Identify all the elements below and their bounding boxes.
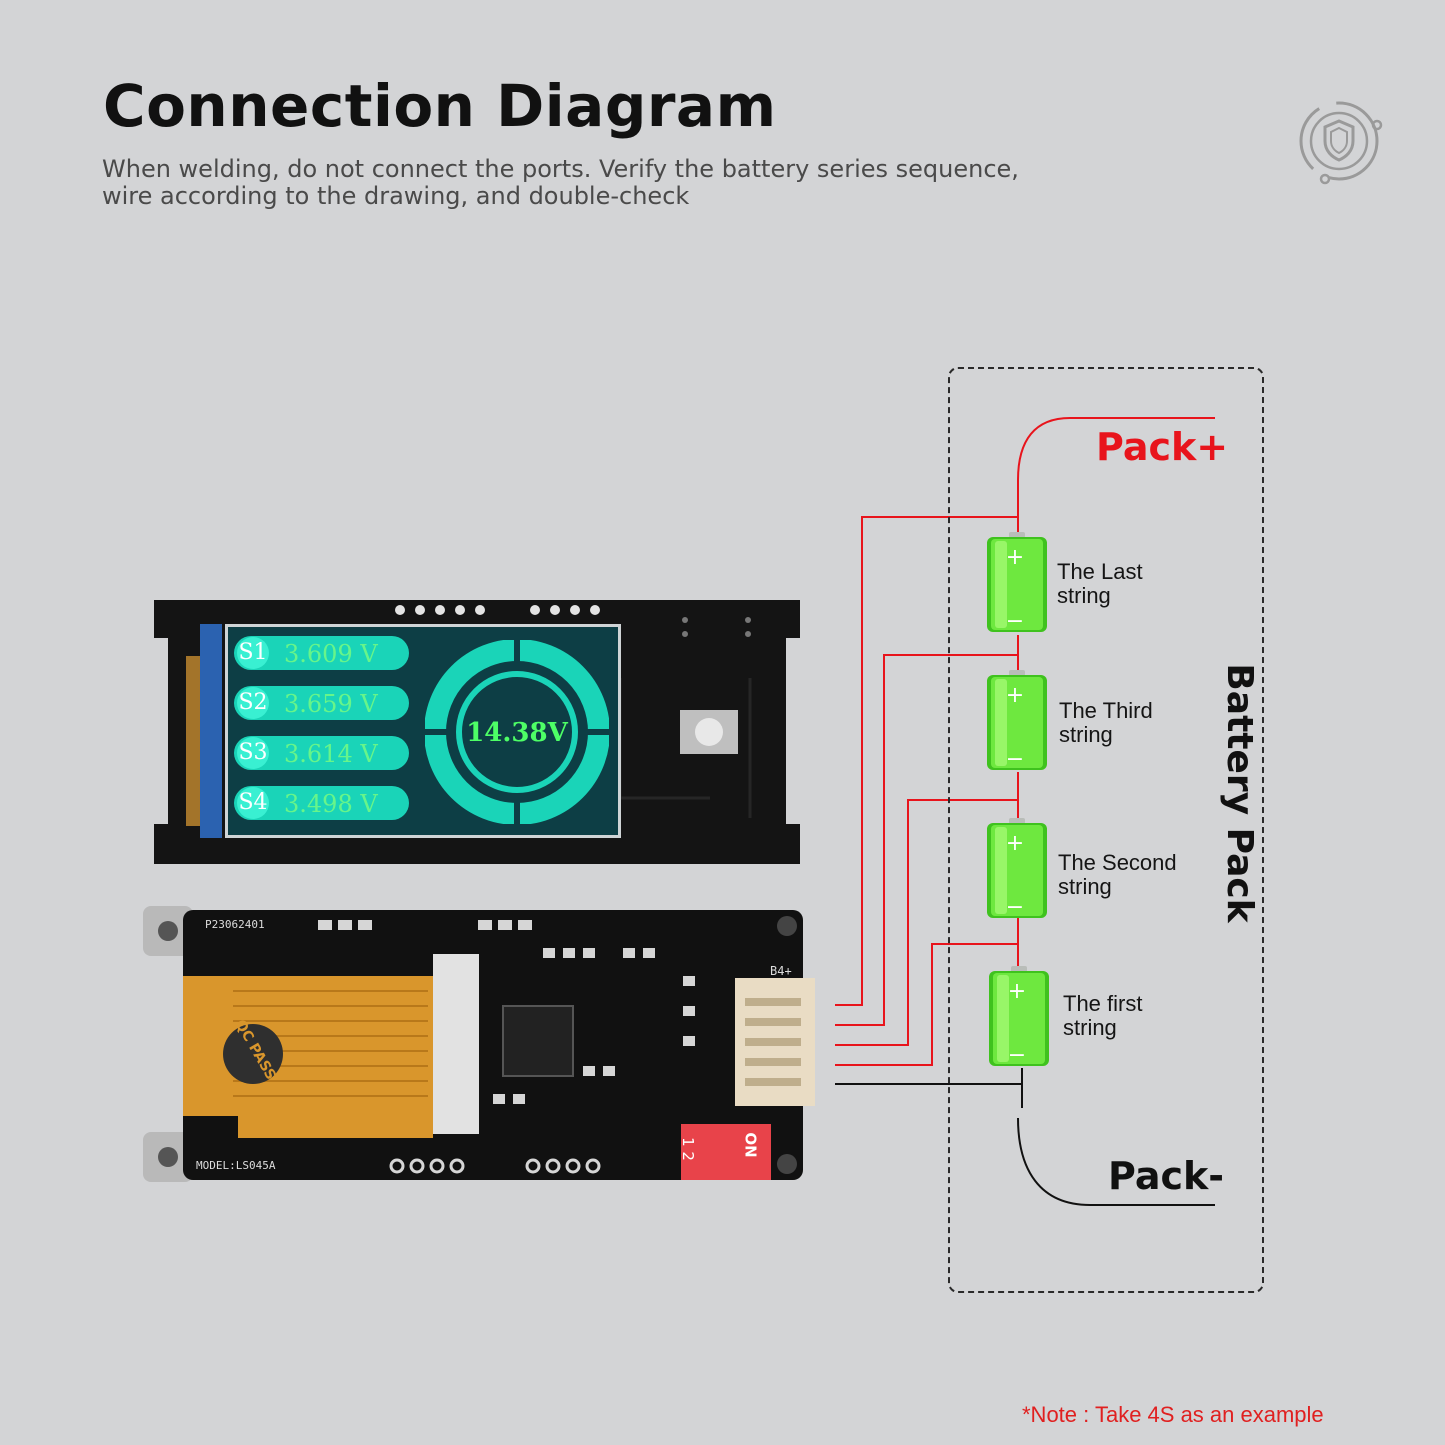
subtitle-line-2: wire according to the drawing, and doubl… [102, 182, 690, 210]
cell-reading-s4: S4 3.498 V [234, 786, 409, 820]
pack-negative-wire [1017, 1117, 1215, 1206]
total-voltage-gauge [425, 640, 609, 824]
svg-text:−: − [1006, 747, 1024, 772]
cell-label-last: The Last string [1057, 559, 1143, 608]
wire-b3 [835, 654, 1018, 1026]
page-title: Connection Diagram [103, 72, 777, 140]
battery-pack-outline [948, 367, 1264, 1293]
pack-positive-wire [1017, 417, 1215, 535]
svg-text:−: − [1008, 1043, 1026, 1068]
shield-icon [1299, 101, 1383, 185]
svg-text:+: + [1008, 979, 1026, 1004]
board-model: MODEL:LS045A [196, 1159, 276, 1172]
subtitle-line-1: When welding, do not connect the ports. … [102, 155, 1019, 183]
dip-switch-label: ON [741, 1132, 760, 1158]
control-board [143, 906, 815, 1182]
dip-switch-numbers: 1 2 [678, 1137, 697, 1161]
footnote: *Note : Take 4S as an example [1022, 1402, 1324, 1427]
battery-pack-label: Battery Pack [1219, 663, 1260, 923]
board-serial: P23062401 [205, 918, 265, 931]
cell-reading-s3: S3 3.614 V [234, 736, 409, 770]
svg-text:−: − [1006, 895, 1024, 920]
svg-text:−: − [1006, 609, 1024, 634]
page-subtitle: When welding, do not connect the ports. … [102, 156, 1142, 210]
connector-label: B4+ [770, 964, 792, 978]
cell-label-first: The first string [1063, 991, 1143, 1040]
svg-text:+: + [1006, 545, 1024, 570]
cell-reading-s1: S1 3.609 V [234, 636, 409, 670]
battery-icon-third: + − [987, 670, 1047, 772]
battery-icon-first: + − [989, 966, 1049, 1068]
pack-positive-label: Pack+ [1096, 425, 1229, 469]
cell-label-second: The Second string [1058, 850, 1177, 899]
wire-b4 [835, 516, 1018, 1006]
svg-text:+: + [1006, 831, 1024, 856]
svg-text:+: + [1006, 683, 1024, 708]
battery-icon-last: + − [987, 532, 1047, 634]
total-voltage: 14.38V [466, 718, 568, 748]
battery-icon-second: + − [987, 818, 1047, 920]
cell-reading-s2: S2 3.659 V [234, 686, 409, 720]
pack-negative-label: Pack- [1108, 1154, 1225, 1198]
cell-label-third: The Third string [1059, 698, 1153, 747]
wire-b1 [835, 943, 1018, 1066]
wire-b2 [835, 799, 1018, 1046]
